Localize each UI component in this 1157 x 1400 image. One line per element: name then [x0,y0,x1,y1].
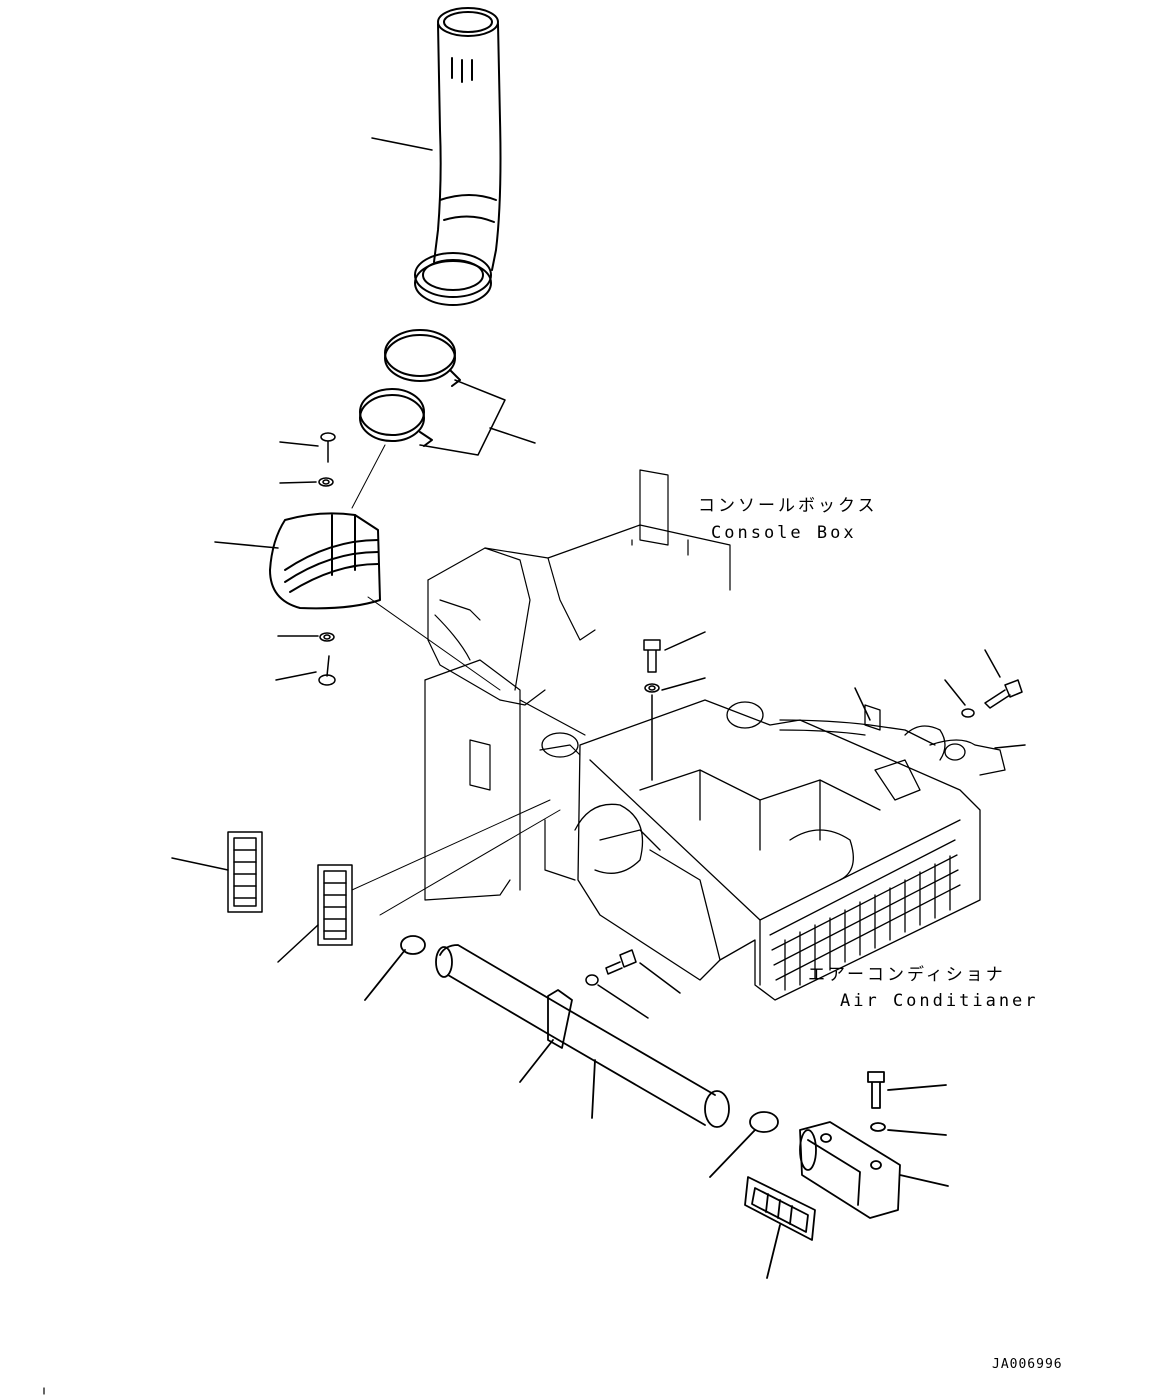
console-box-label-en: Console Box [711,523,857,543]
console-box-frame [424,469,731,901]
drawing-code: JA006996 [992,1357,1063,1372]
air-conditioner [541,699,1006,1001]
leader-elbow [214,541,279,549]
leader-duct [371,137,433,151]
air-conditioner-label-jp: エアーコンディショナ [808,965,1006,985]
ac-bolts [643,631,1026,781]
leader-elbow-link [351,444,386,509]
console-box-label-jp: コンソールボックス [698,496,878,516]
vent-grille-left [171,831,263,913]
leader-clamps [419,379,536,456]
screws-left [275,432,336,686]
leader-frame-bolt [367,596,501,691]
outlet-duct [709,1071,949,1279]
lower-hose [364,809,730,1128]
duct-elbow [269,512,381,610]
hose-clamps [359,329,461,447]
air-conditioner-label-en: Air Conditianer [840,991,1039,1011]
hose-bolt [585,949,681,1019]
vent-grille-center [277,799,551,963]
upper-duct [414,7,502,306]
